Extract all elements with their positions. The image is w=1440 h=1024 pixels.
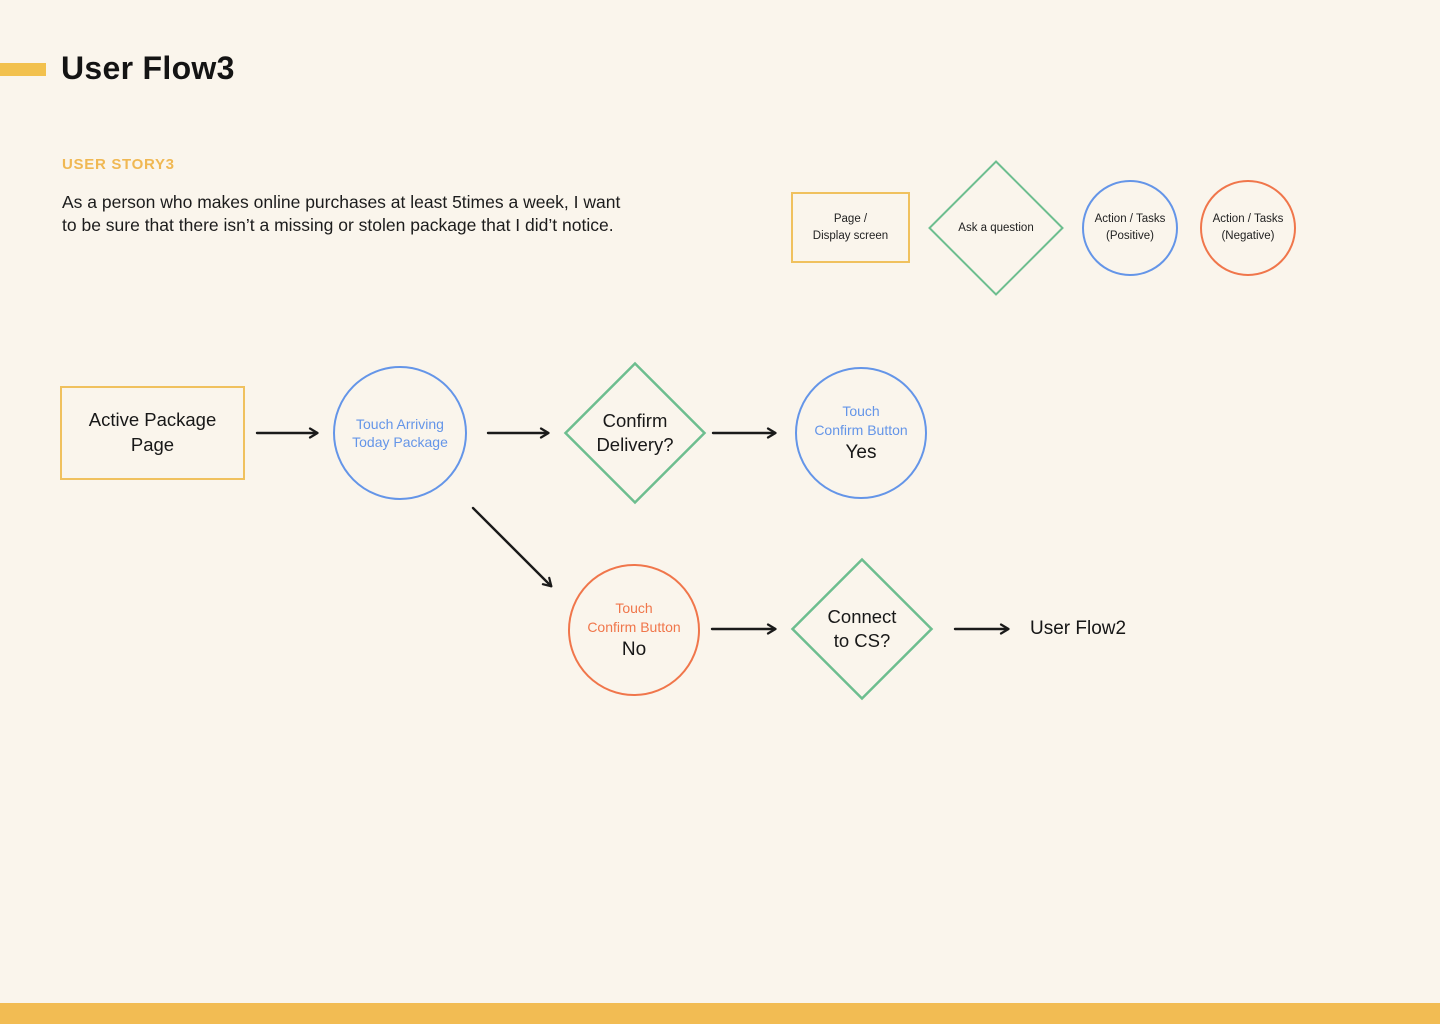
flow-node-connect-to-cs: Connect to CS? — [790, 557, 934, 701]
bottom-accent-bar — [0, 1003, 1440, 1024]
flow-node-confirm-yes-answer: Yes — [845, 441, 877, 463]
flow-node-connect-to-cs-label: Connect to CS? — [827, 605, 897, 651]
flow-node-touch-confirm-button-no: Touch Confirm Button No — [568, 564, 700, 696]
legend-page-shape-label: Page / Display screen — [812, 212, 889, 242]
legend-positive-shape-label: Action / Tasks (Positive) — [1094, 213, 1166, 242]
flow-node-touch-confirm-button-yes: Touch Confirm Button Yes — [795, 367, 927, 499]
flow-node-confirm-delivery-label: Confirm Delivery? — [596, 409, 674, 455]
flow-node-active-package-page: Active Package Page — [60, 386, 245, 480]
flow-node-confirm-delivery: Confirm Delivery? — [563, 361, 707, 505]
legend-question-shape: Ask a question — [928, 160, 1064, 296]
legend-question-shape-label: Ask a question — [958, 221, 1034, 234]
legend-positive-shape: Action / Tasks (Positive) — [1082, 180, 1178, 276]
flow-node-confirm-yes-label: Touch Confirm Button — [814, 403, 908, 438]
arrow-touch-arriving-to-no — [471, 506, 553, 588]
flow-node-user-flow2: User Flow2 — [1030, 618, 1127, 639]
user-story-label: USER STORY3 — [62, 156, 175, 173]
flow-node-active-package-page-label: Active Package Page — [88, 409, 217, 455]
title-accent-dash — [0, 63, 46, 76]
diamond-outline-icon — [563, 361, 707, 505]
flow-node-confirm-no-answer: No — [621, 638, 647, 660]
legend-negative-shape-label: Action / Tasks (Negative) — [1212, 213, 1284, 242]
flow-node-confirm-no-label: Touch Confirm Button — [587, 600, 681, 635]
diamond-outline-icon — [928, 160, 1064, 296]
user-story-text: As a person who makes online purchases a… — [62, 192, 621, 235]
flow-node-touch-arriving-today-package: Touch Arriving Today Package — [333, 366, 467, 500]
page-title: User Flow3 — [61, 50, 235, 86]
legend-negative-shape: Action / Tasks (Negative) — [1200, 180, 1296, 276]
legend-page-shape: Page / Display screen — [791, 192, 910, 263]
diamond-outline-icon — [790, 557, 934, 701]
flow-node-touch-arriving-label: Touch Arriving Today Package — [352, 415, 448, 450]
